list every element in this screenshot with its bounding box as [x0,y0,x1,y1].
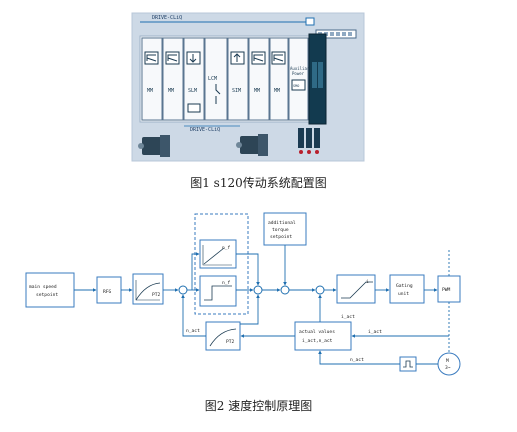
svg-text:PT2: PT2 [226,339,235,345]
module-mm-3: MM [248,37,270,121]
label-n-act-left: n_act [186,328,200,334]
figure-1-caption: 图1 s120传动系统配置图 [190,176,327,190]
pt2-feedback-block: PT2 [205,321,241,351]
svg-text:Auxiliary: Auxiliary [290,66,312,71]
svg-text:n_f: n_f [222,280,231,286]
module-sim: SIM [227,37,249,121]
svg-text:additional: additional [268,220,296,226]
speed-filter-bottom-block: n_f [199,275,237,307]
summing-junction-3 [280,285,290,295]
label-i-act-top: i_act [341,314,355,320]
module-mm-2: MM [162,37,184,121]
gating-unit-block: Gating unit [389,274,425,304]
svg-text:torque: torque [272,227,289,233]
svg-text:main speed: main speed [29,284,57,290]
svg-text:i_act,n_act: i_act,n_act [302,338,333,344]
main-speed-setpoint-block: main speed setpoint [25,272,75,308]
svg-text:M: M [446,358,449,364]
svg-text:setpoint: setpoint [270,234,292,240]
svg-text:PWM: PWM [442,287,451,293]
svg-text:PT2: PT2 [152,292,161,298]
current-limit-block: i [336,274,376,304]
figure-2-speed-control-diagram: main speed setpoint RFG PT2 n_f n_f addi… [25,212,461,376]
svg-text:i: i [366,279,369,285]
figure-2-caption: 图2 速度控制原理图 [204,399,313,413]
encoder-pulse-block [399,356,417,372]
svg-text:unit: unit [398,291,409,297]
summing-junction-2 [253,285,263,295]
cable-connectors [298,128,320,154]
summing-junction-4 [315,285,325,295]
svg-text:RFG: RFG [103,289,112,295]
rfg-block: RFG [96,276,122,304]
module-lcm: LCM [204,37,228,121]
svg-text:3~: 3~ [445,365,451,371]
module-slm: SLM [183,37,205,121]
svg-text:Power: Power [292,71,305,76]
label-n-act-bottom: n_act [350,357,364,363]
module-mm-1: MM [141,37,163,121]
pwm-block: PWM [437,275,461,303]
svg-text:setpoint: setpoint [36,292,58,298]
speed-controller-dashed-box [194,213,249,315]
pt2-forward-block: PT2 [132,273,164,305]
module-control-unit [308,33,327,125]
signal-lines [74,245,450,365]
svg-text:SLM: SLM [188,88,197,94]
motor-symbol: M 3~ [437,352,461,376]
svg-text:n_f: n_f [222,245,231,251]
svg-text:MM: MM [168,88,174,94]
summing-junction-1 [178,285,188,295]
svg-text:Gating: Gating [396,283,413,289]
module-mm-4: MM [269,37,289,121]
module-auxiliary-power: Auxiliary Power SMO [288,37,312,121]
actual-values-block: actual values i_act,n_act [294,321,352,351]
label-i-act-right: i_act [368,329,382,335]
svg-text:MM: MM [254,88,260,94]
svg-text:MM: MM [274,88,280,94]
bus-connector [305,17,315,26]
svg-text:SMO: SMO [293,84,299,88]
drive-cliq-lower-label: DRIVE-CLiQ [190,127,220,133]
svg-text:MM: MM [147,88,153,94]
svg-text:SIM: SIM [232,88,241,94]
motor-left [138,135,170,157]
additional-torque-setpoint-block: additional torque setpoint [263,212,307,246]
figure-1-configuration-diagram: DRIVE-CLiQ MM MM SLM LCM [131,12,365,162]
svg-text:LCM: LCM [208,76,217,82]
motor-middle [236,134,268,156]
svg-text:actual values: actual values [299,329,335,335]
drive-cliq-bus-label: DRIVE-CLiQ [152,15,182,21]
speed-filter-top-block: n_f [199,239,237,269]
